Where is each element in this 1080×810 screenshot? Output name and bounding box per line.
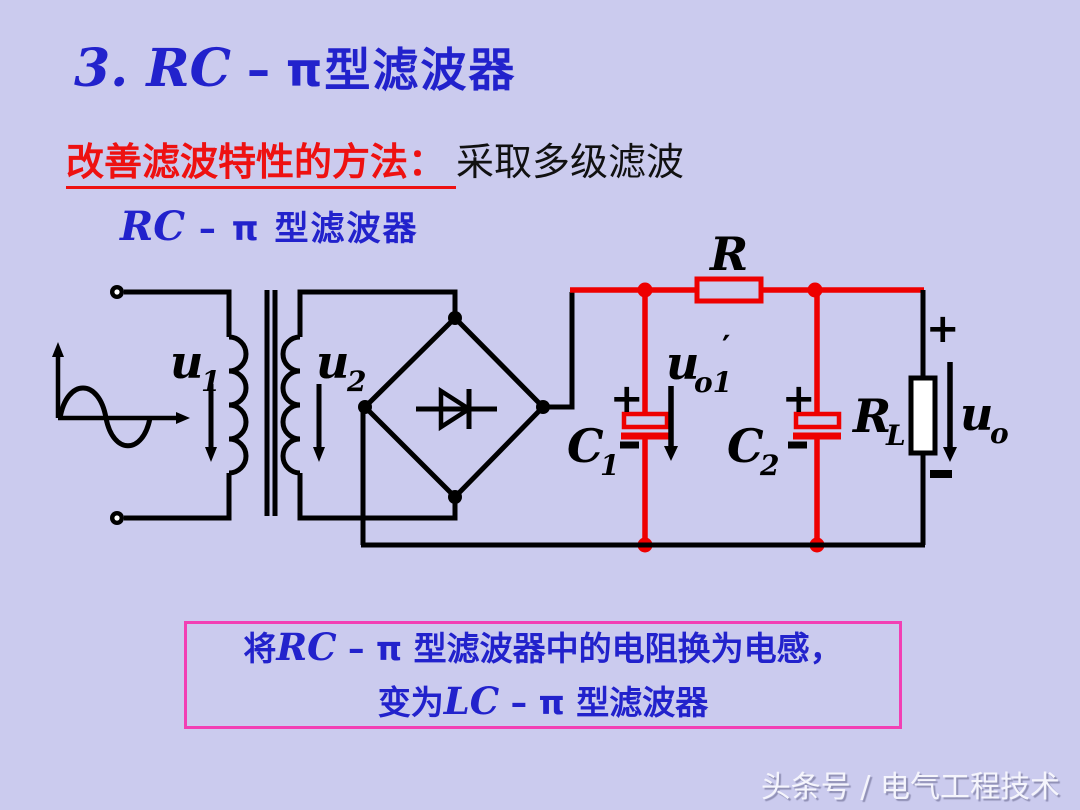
- down-arrow-icon: [205, 447, 217, 462]
- rl-sub: L: [885, 419, 906, 452]
- capacitor-c2: [793, 411, 842, 430]
- plus-sign: +: [782, 376, 816, 422]
- u2-sub: 2: [346, 365, 366, 398]
- note2-latin: LC: [443, 679, 500, 723]
- caption-dash: –: [185, 209, 232, 249]
- u1-sub: 1: [201, 365, 220, 398]
- filter-caption: RC – π 型滤波器: [120, 201, 419, 250]
- down-arrow-icon: [943, 447, 957, 462]
- method-line: 改善滤波特性的方法：采取多级滤波: [66, 131, 685, 189]
- bridge-node-dot: [448, 311, 462, 325]
- transformer-primary-coil: [228, 334, 249, 476]
- uo1-sub: o1: [694, 366, 732, 399]
- load-branch: [361, 290, 938, 548]
- terminal-hole: [114, 289, 120, 295]
- c2-label: C 2: [727, 419, 779, 482]
- method-label: 改善滤波特性的方法：: [66, 140, 457, 189]
- load-resistor-rl: [908, 375, 938, 456]
- note-line1: 将RC – π 型滤波器中的电阻换为电感，: [243, 621, 842, 675]
- secondary-top-wire: [297, 289, 458, 337]
- note2-post: 型滤波器: [564, 683, 709, 722]
- uo1-prime: ′: [722, 328, 730, 366]
- u1-main: u: [170, 335, 203, 389]
- note1-pre: 将: [243, 629, 277, 669]
- c1-label: C 1: [567, 419, 619, 482]
- rc-filter-stage: [570, 276, 924, 553]
- title-text: π型滤波器: [286, 43, 517, 97]
- note1-dash: –: [336, 629, 377, 669]
- bridge-rectifier: [358, 292, 575, 545]
- terminal-hole: [114, 515, 120, 521]
- diode-icon: [438, 386, 474, 432]
- ac-source-waveform: [52, 342, 190, 449]
- note1-post: 型滤波器中的电阻换为电感，: [402, 629, 843, 669]
- capacitor-c1: [621, 411, 670, 430]
- title-latin: 3. RC: [74, 38, 231, 99]
- resistor-r: [694, 276, 764, 304]
- uo1-main: u: [666, 336, 699, 390]
- note-box: 将RC – π 型滤波器中的电阻换为电感， 变为LC – π 型滤波器: [184, 621, 902, 729]
- u2-label: u 2: [313, 335, 366, 462]
- up-arrow-icon: [52, 342, 64, 357]
- u1-label: u 1: [170, 335, 220, 462]
- c1-main: C: [567, 419, 604, 473]
- watermark: 头条号 / 电气工程技术: [760, 770, 1060, 805]
- note1-pi: π: [376, 629, 403, 669]
- transformer-secondary-coil: [280, 334, 301, 476]
- note2-pi: π: [538, 683, 565, 722]
- c1-sub: 1: [600, 449, 619, 482]
- c2-sub: 2: [759, 449, 779, 482]
- note1-latin: RC: [276, 625, 337, 670]
- u2-main: u: [316, 335, 349, 389]
- sine-wave-icon: [57, 385, 153, 449]
- primary-bottom-wire: [124, 473, 232, 521]
- caption-text: 型滤波器: [260, 209, 419, 249]
- title-dash: –: [231, 43, 287, 97]
- down-arrow-icon: [664, 446, 678, 461]
- c2-main: C: [727, 419, 764, 473]
- uo-sub: o: [990, 417, 1009, 450]
- caption-latin: RC: [120, 203, 186, 250]
- method-value: 采取多级滤波: [456, 140, 685, 184]
- rl-main: R: [851, 389, 891, 443]
- secondary-bottom-wire: [297, 473, 458, 521]
- plus-sign: +: [610, 376, 644, 422]
- rl-label: R L: [851, 389, 906, 452]
- bridge-node-dot: [448, 490, 462, 504]
- primary-top-wire: [124, 289, 232, 337]
- r-label: R: [708, 227, 748, 281]
- note2-pre: 变为: [377, 683, 444, 722]
- transformer-secondary: [280, 289, 458, 521]
- plus-sign: +: [926, 306, 960, 352]
- junction-dot: [637, 282, 653, 298]
- transformer-core: [264, 290, 278, 516]
- right-arrow-icon: [176, 412, 190, 424]
- down-arrow-icon: [313, 447, 325, 462]
- note2-dash: –: [499, 683, 539, 722]
- note-line2: 变为LC – π 型滤波器: [378, 675, 709, 729]
- caption-pi: π: [231, 209, 261, 249]
- transformer-primary: [110, 285, 249, 525]
- page-title: 3. RC – π型滤波器: [74, 34, 516, 100]
- uo-main: u: [960, 387, 993, 441]
- uo-label: u o: [943, 362, 1009, 462]
- bridge-dc-plus-wire: [543, 292, 575, 410]
- uo1-label: u o1 ′: [664, 328, 732, 461]
